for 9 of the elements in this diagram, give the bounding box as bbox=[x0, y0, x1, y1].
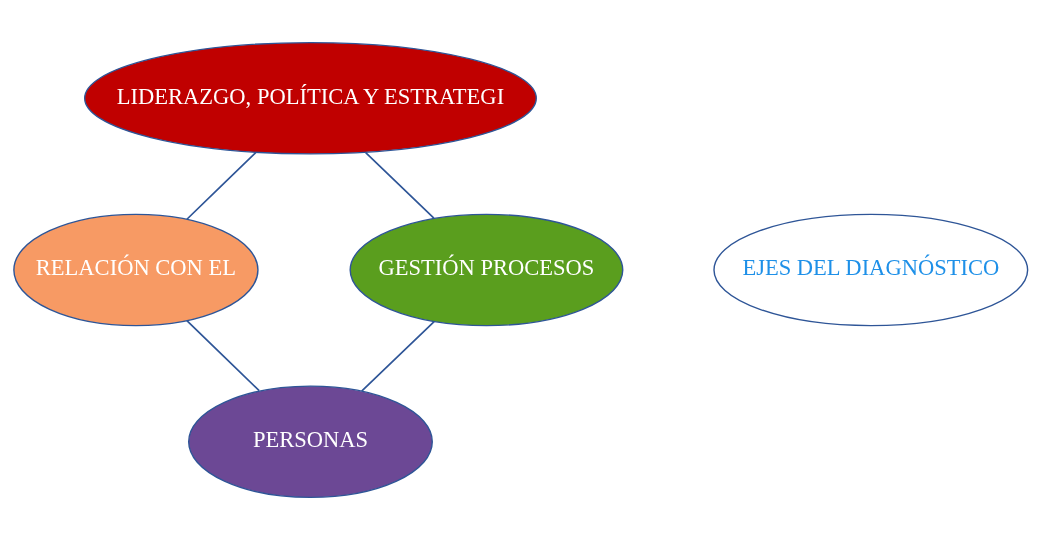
connector bbox=[360, 320, 435, 392]
node-ellipse: PERSONAS bbox=[188, 384, 433, 498]
node-ellipse: GESTIÓN PROCESOS bbox=[349, 213, 624, 326]
connector bbox=[186, 319, 260, 392]
node-ellipse: RELACIÓN CON EL bbox=[13, 213, 259, 326]
connector bbox=[186, 151, 257, 220]
node-ellipse: EJES DEL DIAGNÓSTICO bbox=[713, 213, 1029, 326]
connector bbox=[364, 151, 435, 219]
node-ellipse: LIDERAZGO, POLÍTICA Y ESTRATEGI bbox=[84, 41, 537, 155]
